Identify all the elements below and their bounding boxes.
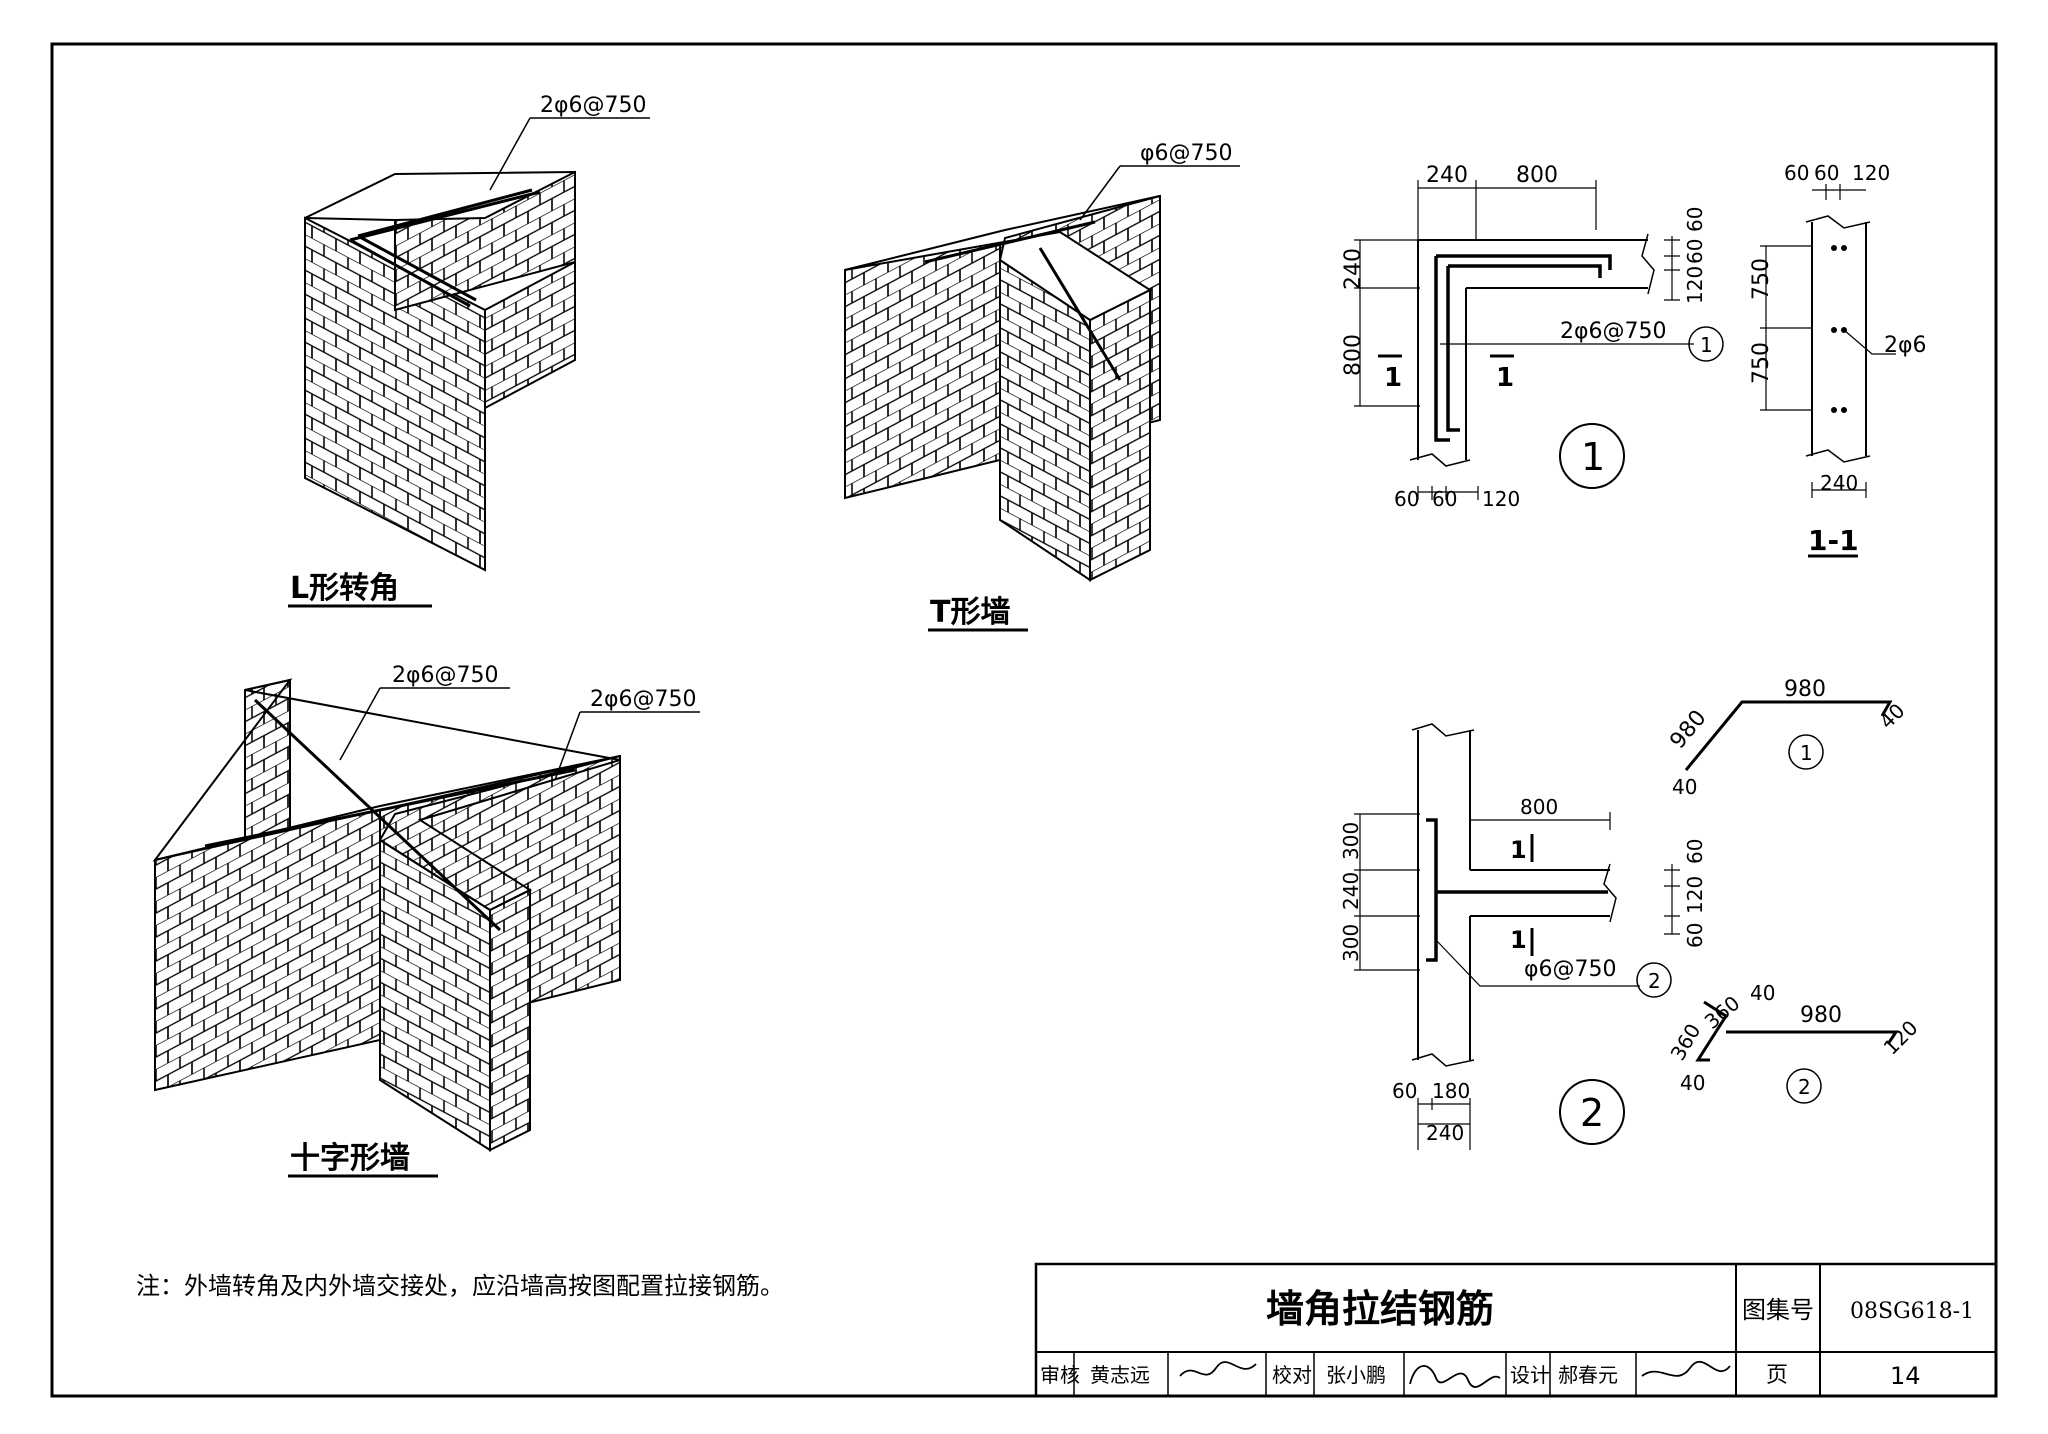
svg-text:40: 40	[1750, 981, 1775, 1005]
svg-text:张小鹏: 张小鹏	[1326, 1363, 1386, 1387]
svg-text:980: 980	[1800, 1003, 1842, 1028]
svg-text:240: 240	[1339, 872, 1363, 910]
drawing-title: 墙角拉结钢筋	[1266, 1286, 1494, 1331]
svg-text:120: 120	[1852, 161, 1890, 185]
detail-2-rebar	[1426, 818, 1608, 962]
designer-signature	[1641, 1360, 1731, 1377]
svg-text:120: 120	[1482, 487, 1520, 511]
title-block-text: 墙角拉结钢筋 图集号 08SG618-1 页 14 审核 黄志远 校对 张小鹏 …	[1040, 1286, 1974, 1390]
svg-text:750: 750	[1749, 342, 1774, 384]
bar-2-shape	[1695, 1000, 1899, 1104]
svg-text:60: 60	[1394, 487, 1419, 511]
cross-wall-title: 十字形墙	[290, 1141, 410, 1176]
t-wall-top	[844, 195, 1161, 322]
svg-text:60: 60	[1392, 1079, 1417, 1103]
reviewer-signature	[1179, 1361, 1257, 1377]
detail-1-rebar-label: 2φ6@750	[1560, 319, 1667, 344]
checker-signature	[1409, 1365, 1501, 1388]
svg-text:郝春元: 郝春元	[1558, 1363, 1618, 1387]
detail-1-labels: 240 800 240 800 60 60 120 60 60 120 1 1 …	[1341, 163, 1713, 511]
svg-text:60: 60	[1784, 161, 1809, 185]
t-wall-rebar	[924, 220, 1122, 381]
svg-text:40: 40	[1672, 775, 1697, 799]
svg-text:800: 800	[1520, 795, 1558, 819]
svg-text:2: 2	[1648, 969, 1661, 993]
svg-text:240: 240	[1820, 471, 1858, 495]
cross-wall-rebar	[204, 698, 576, 932]
t-wall-front-face	[844, 230, 1001, 500]
svg-text:800: 800	[1341, 334, 1366, 376]
title-block	[1034, 1262, 1998, 1398]
svg-text:1: 1	[1384, 363, 1402, 393]
svg-text:审核: 审核	[1040, 1363, 1080, 1387]
svg-text:120: 120	[1683, 266, 1707, 304]
svg-text:60: 60	[1432, 487, 1457, 511]
detail-1-callout: 1	[1581, 435, 1605, 479]
sheet-border	[50, 42, 1998, 1398]
svg-text:40: 40	[1875, 699, 1910, 734]
signatures	[1179, 1360, 1731, 1388]
t-wall-title: T形墙	[930, 595, 1010, 630]
l-wall-title: L形转角	[290, 571, 399, 606]
svg-text:60: 60	[1683, 923, 1707, 948]
atlas-number: 08SG618-1	[1850, 1299, 1974, 1324]
svg-text:1: 1	[1496, 363, 1514, 393]
svg-text:60: 60	[1683, 207, 1707, 232]
detail-2-callout: 2	[1580, 1091, 1604, 1135]
section-1-1	[1760, 184, 1896, 558]
svg-text:60: 60	[1683, 839, 1707, 864]
svg-text:240: 240	[1426, 1121, 1464, 1145]
svg-text:1: 1	[1510, 926, 1527, 954]
svg-text:360: 360	[1700, 991, 1745, 1034]
t-wall-rebar-label: φ6@750	[1140, 141, 1233, 166]
svg-text:2: 2	[1798, 1075, 1811, 1099]
svg-text:图集号: 图集号	[1742, 1296, 1814, 1324]
cross-wall-figure: 2φ6@750 2φ6@750 十字形墙	[152, 663, 700, 1178]
svg-text:60: 60	[1683, 239, 1707, 264]
svg-text:1: 1	[1800, 741, 1813, 765]
svg-text:750: 750	[1749, 258, 1774, 300]
detail-2-labels: 800 300 240 300 60 120 60 60 180 240 1 1…	[1339, 795, 1707, 1145]
svg-text:60: 60	[1814, 161, 1839, 185]
svg-text:设计: 设计	[1510, 1363, 1550, 1387]
t-wall-figure: φ6@750 T形墙	[844, 141, 1240, 632]
l-wall-rebar	[349, 188, 541, 308]
bar-1-labels: 980 980 40 40 1	[1665, 677, 1909, 799]
bar-2-labels: 360 360 40 980 120 40 2	[1666, 981, 1923, 1099]
svg-text:800: 800	[1516, 163, 1558, 188]
svg-text:1: 1	[1700, 333, 1713, 357]
svg-text:校对: 校对	[1272, 1363, 1312, 1387]
page-number: 14	[1890, 1362, 1921, 1390]
svg-text:180: 180	[1432, 1079, 1470, 1103]
section-1-1-rebar-label: 2φ6	[1884, 333, 1927, 358]
svg-text:黄志远: 黄志远	[1090, 1363, 1150, 1387]
svg-text:120: 120	[1879, 1016, 1923, 1060]
detail-2-rebar-label: φ6@750	[1524, 957, 1617, 982]
svg-text:40: 40	[1680, 1071, 1705, 1095]
drawing-note: 注：外墙转角及内外墙交接处，应沿墙高按图配置拉接钢筋。	[136, 1272, 784, 1300]
cross-wall-rebar-label-1: 2φ6@750	[392, 663, 499, 688]
svg-text:300: 300	[1339, 924, 1363, 962]
detail-1-rebar	[1434, 254, 1612, 442]
svg-text:980: 980	[1784, 677, 1826, 702]
l-corner-wall-figure: 2φ6@750 L形转角	[288, 93, 650, 608]
section-1-1-labels: 60 60 120 750 750 2φ6 240 1-1	[1749, 161, 1927, 557]
detail-2-plan	[1354, 723, 1680, 1150]
svg-text:300: 300	[1339, 822, 1363, 860]
svg-text:120: 120	[1683, 876, 1707, 914]
bar-1-shape	[1684, 700, 1893, 771]
section-1-1-title: 1-1	[1808, 524, 1859, 557]
detail-1-plan	[1354, 180, 1724, 500]
section-1-1-rebars	[1831, 245, 1847, 413]
cross-wall-rebar-label-2: 2φ6@750	[590, 687, 697, 712]
svg-text:240: 240	[1426, 163, 1468, 188]
svg-text:页: 页	[1766, 1363, 1788, 1388]
l-wall-rebar-label: 2φ6@750	[540, 93, 647, 118]
svg-text:1: 1	[1510, 836, 1527, 864]
svg-text:240: 240	[1341, 248, 1366, 290]
